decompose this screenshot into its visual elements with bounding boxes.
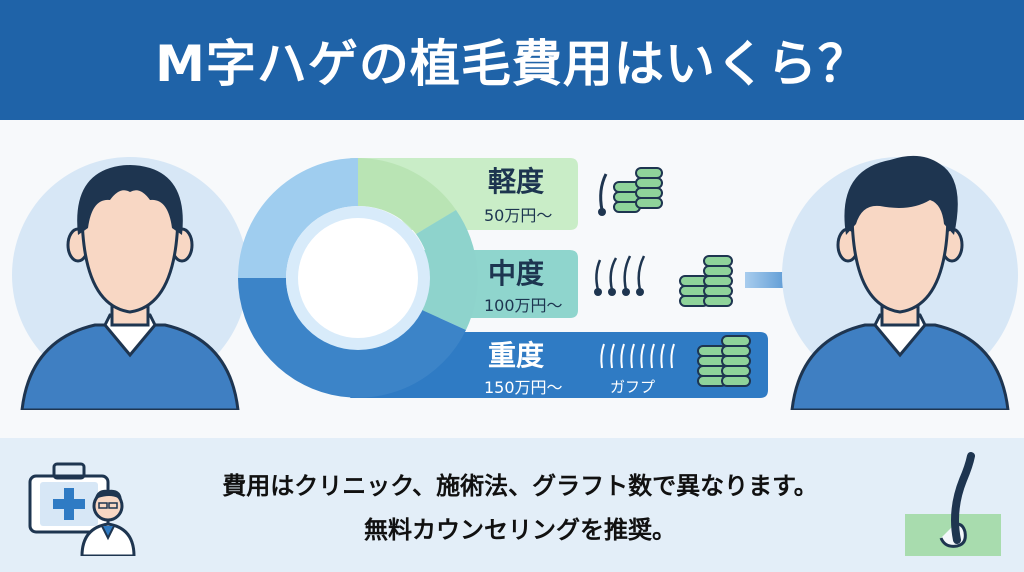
footer-line-2: 無料カウンセリングを推奨。 <box>364 516 676 544</box>
after-man-illustration <box>782 155 1018 410</box>
tier-severe-price: 150万円〜 <box>484 378 563 397</box>
doctor-medical-kit-icon <box>28 462 136 556</box>
header: M字ハゲの植毛費用はいくら？ <box>0 0 1024 120</box>
tier-severe-label: 重度 <box>488 339 545 372</box>
tier-moderate-price: 100万円〜 <box>484 296 563 315</box>
footer-line-1: 費用はクリニック、施術法、グラフト数で異なります。 <box>222 472 818 500</box>
before-man-illustration <box>12 157 248 410</box>
tier-severe-graft-text: ガフプ <box>610 378 656 396</box>
page-title: M字ハゲの植毛費用はいくら？ <box>155 35 869 93</box>
hair-follicle-icon <box>905 452 1001 556</box>
cost-donut-chart <box>238 158 768 398</box>
main-illustration: 軽度 50万円〜 中度 100万円〜 重度 150万円〜 ガフプ <box>0 120 1024 438</box>
tier-mild-label: 軽度 <box>488 165 545 198</box>
tier-moderate-label: 中度 <box>488 257 545 290</box>
footer: 費用はクリニック、施術法、グラフト数で異なります。 無料カウンセリングを推奨。 <box>0 438 1024 572</box>
tier-mild-price: 50万円〜 <box>484 206 553 225</box>
